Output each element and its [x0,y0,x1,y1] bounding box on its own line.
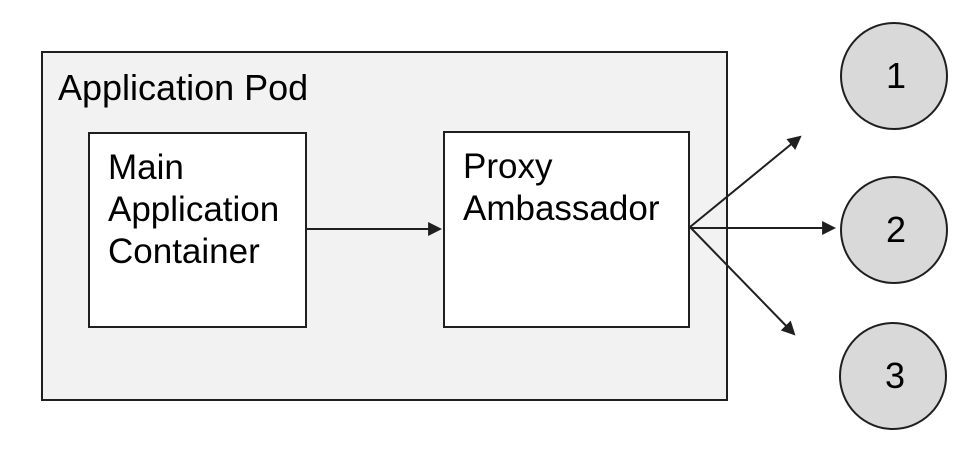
main-application-container-label: Main Application Container [108,148,280,271]
proxy-ambassador-node: Proxy Ambassador [443,131,690,328]
endpoint-3-label: 3 [884,355,906,396]
endpoint-node-3: 3 [839,322,947,430]
main-application-container-node: Main Application Container [88,132,307,328]
proxy-ambassador-label: Proxy Ambassador [463,147,660,228]
endpoint-2-label: 2 [885,209,907,250]
endpoint-node-2: 2 [840,176,948,284]
endpoint-node-1: 1 [840,22,948,130]
endpoint-1-label: 1 [885,55,907,96]
application-pod-label: Application Pod [58,67,309,108]
